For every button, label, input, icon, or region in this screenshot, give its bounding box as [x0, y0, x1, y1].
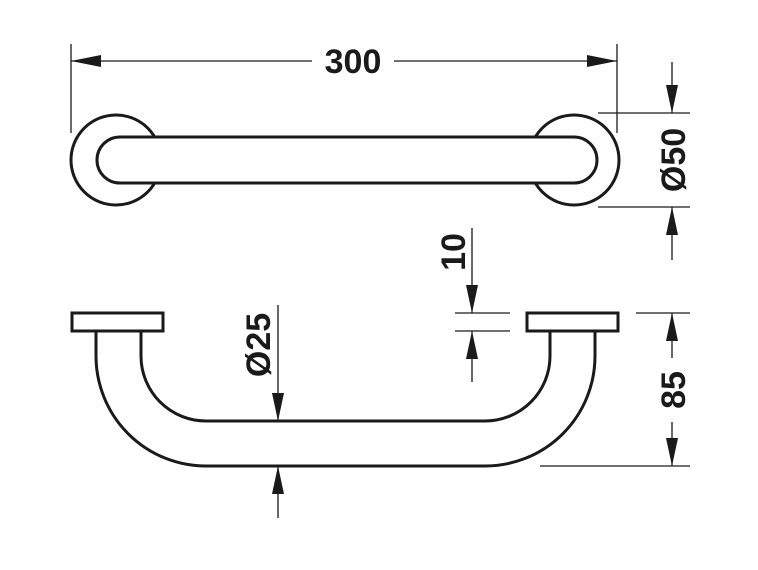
bar-body-top-view [93, 137, 597, 183]
rose-thickness-dimension: 10 [435, 228, 510, 382]
rose-diameter-label: Ø50 [655, 128, 693, 192]
projection-dimension: 85 [540, 312, 693, 467]
left-rose-side-view [70, 311, 165, 333]
bar-tube-side-view [94, 329, 597, 468]
tube-diameter-label: Ø25 [240, 313, 278, 377]
length-label: 300 [325, 43, 382, 81]
tube-diameter-dimension: Ø25 [240, 305, 284, 518]
length-dimension: 300 [70, 43, 618, 133]
projection-label: 85 [655, 371, 693, 409]
side-view [70, 311, 620, 468]
bar-tube-outline-top-view [95, 135, 599, 185]
right-rose-side-view [525, 311, 620, 333]
rose-diameter-dimension: Ø50 [598, 62, 693, 260]
top-view [69, 113, 621, 207]
rose-thickness-label: 10 [435, 233, 473, 271]
